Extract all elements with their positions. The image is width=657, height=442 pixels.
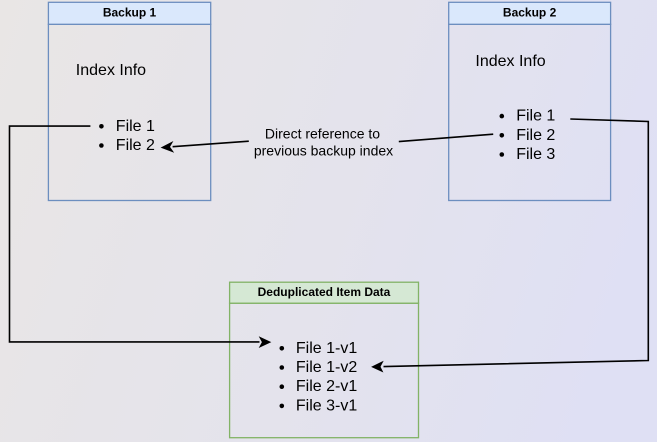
svg-text:File 1-v1: File 1-v1 <box>296 340 357 357</box>
svg-text:Deduplicated Item Data: Deduplicated Item Data <box>258 285 391 299</box>
svg-text:Index Info: Index Info <box>475 53 545 70</box>
svg-text:Backup 1: Backup 1 <box>103 6 157 20</box>
svg-text:File 2-v1: File 2-v1 <box>296 378 357 395</box>
svg-text:previous backup index: previous backup index <box>254 142 393 158</box>
svg-text:File 1: File 1 <box>116 118 155 135</box>
svg-text:File 1: File 1 <box>516 108 555 125</box>
svg-text:Backup 2: Backup 2 <box>503 6 557 20</box>
svg-text:File 1-v2: File 1-v2 <box>296 359 357 376</box>
svg-text:File 3-v1: File 3-v1 <box>296 397 357 414</box>
svg-text:File 2: File 2 <box>516 127 555 144</box>
svg-text:File 3: File 3 <box>516 146 555 163</box>
svg-text:Direct reference to: Direct reference to <box>265 126 380 142</box>
svg-text:Index Info: Index Info <box>76 62 146 79</box>
svg-text:File 2: File 2 <box>116 137 155 154</box>
